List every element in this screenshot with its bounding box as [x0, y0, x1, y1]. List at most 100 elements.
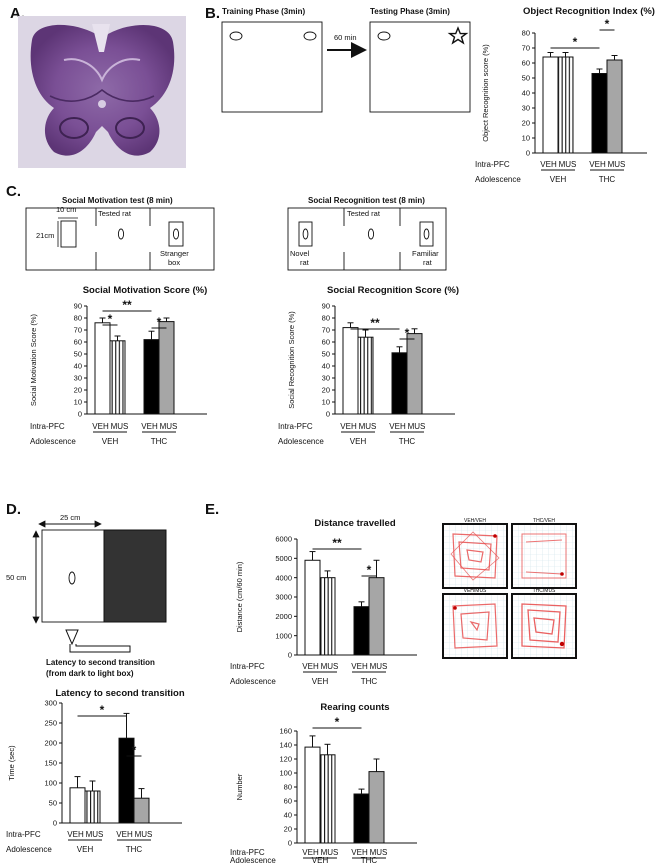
bar: [357, 336, 374, 415]
x-tick-label: MUS: [321, 848, 339, 857]
bar: [342, 327, 359, 415]
x-tick-label: MUS: [111, 422, 129, 431]
bar: [118, 737, 135, 824]
x-tick-label: MUS: [370, 848, 388, 857]
y-tick-label: 150: [44, 759, 57, 768]
y-tick-label: 140: [279, 741, 292, 750]
svg-text:THC/MUS: THC/MUS: [533, 588, 556, 594]
y-tick-label: 60: [322, 338, 330, 347]
y-tick-label: 3000: [275, 593, 292, 602]
x-tick-label: MUS: [608, 160, 626, 169]
y-tick-label: 40: [284, 811, 292, 820]
y-tick-label: 80: [284, 783, 292, 792]
intra-pfc-label: Intra-PFC: [475, 160, 510, 169]
y-tick-label: 30: [74, 374, 82, 383]
box-label: box: [168, 258, 180, 267]
intra-pfc-label: Intra-PFC: [30, 422, 65, 431]
y-axis-label: Object Recognition score (%): [481, 44, 490, 142]
bar: [391, 352, 408, 415]
x-tick-label: VEH: [302, 848, 319, 857]
bar: [94, 322, 111, 415]
group-label: VEH: [102, 437, 119, 446]
intra-pfc-label: Intra-PFC: [6, 830, 41, 839]
group-label: VEH: [350, 437, 367, 446]
caption-line-1: Latency to second transition: [46, 658, 155, 667]
familiar-rat-icon: [423, 228, 430, 240]
stranger-label: Stranger: [160, 249, 189, 258]
novel-rat-icon: [302, 228, 309, 240]
social-motivation-chart: Social Motivation Score (%)0102030405060…: [29, 285, 207, 446]
group-label: VEH: [312, 677, 329, 686]
y-tick-label: 30: [522, 104, 530, 113]
x-tick-label: VEH: [351, 662, 368, 671]
adolescence-label: Adolescence: [475, 175, 521, 184]
bar: [133, 797, 150, 824]
y-tick-label: 80: [322, 314, 330, 323]
svg-text:VEH/MUS: VEH/MUS: [464, 588, 487, 594]
y-axis-label: Time (sec): [7, 745, 16, 781]
x-tick-label: MUS: [135, 830, 153, 839]
track-veh-mus: VEH/MUS: [442, 588, 508, 659]
y-tick-label: 30: [322, 374, 330, 383]
group-label: THC: [361, 856, 378, 865]
bar: [368, 577, 385, 656]
significance-label: *: [157, 315, 162, 329]
intra-pfc-label: Intra-PFC: [230, 662, 265, 671]
y-tick-label: 100: [44, 779, 57, 788]
y-tick-label: 160: [279, 727, 292, 736]
x-tick-label: MUS: [359, 422, 377, 431]
y-tick-label: 50: [522, 74, 530, 83]
y-tick-label: 120: [279, 755, 292, 764]
significance-label: **: [370, 316, 380, 330]
caption-line-2: (from dark to light box): [46, 669, 134, 678]
dimension-width-label: 10 cm: [56, 205, 76, 214]
y-tick-label: 70: [74, 326, 82, 335]
y-tick-label: 80: [522, 29, 530, 38]
y-tick-label: 100: [279, 769, 292, 778]
familiar-rat-label: rat: [423, 258, 433, 267]
y-tick-label: 0: [78, 410, 82, 419]
adolescence-label: Adolescence: [30, 437, 76, 446]
group-label: VEH: [550, 175, 567, 184]
y-axis-label: Number: [235, 773, 244, 800]
y-tick-label: 5000: [275, 554, 292, 563]
group-label: THC: [599, 175, 616, 184]
bar: [69, 787, 86, 824]
tested-rat-label-2: Tested rat: [347, 209, 381, 218]
y-tick-label: 300: [44, 699, 57, 708]
significance-label: *: [100, 703, 105, 717]
track-veh-veh: VEH/VEH: [442, 518, 508, 589]
bar: [158, 321, 175, 415]
y-tick-label: 50: [322, 350, 330, 359]
y-tick-label: 40: [522, 89, 530, 98]
y-tick-label: 2000: [275, 612, 292, 621]
panel-letter-d: D.: [6, 501, 21, 518]
x-tick-label: MUS: [408, 422, 426, 431]
bar: [84, 790, 101, 824]
significance-label: *: [367, 563, 372, 577]
group-label: VEH: [312, 856, 329, 865]
y-tick-label: 200: [44, 739, 57, 748]
bar: [319, 754, 336, 844]
y-tick-label: 1000: [275, 631, 292, 640]
group-label: VEH: [77, 845, 94, 854]
significance-label: **: [332, 536, 342, 550]
latency-chart: Latency to second transition050100150200…: [6, 688, 185, 854]
panel-letter-c: C.: [6, 183, 21, 200]
significance-label: *: [335, 715, 340, 729]
entry-arrow-icon: [65, 629, 131, 653]
dark-compartment: [103, 529, 167, 623]
intra-pfc-label: Intra-PFC: [278, 422, 313, 431]
distance-chart: Distance travelled0100020003000400050006…: [230, 518, 417, 686]
training-phase-label: Training Phase (3min): [222, 7, 305, 16]
bar: [304, 559, 321, 656]
y-axis-label: Social Recognition Score (%): [287, 311, 296, 409]
panel-letter-e: E.: [205, 501, 219, 518]
social-recognition-schematic: Social Recognition test (8 min) Tested r…: [287, 196, 447, 271]
y-tick-label: 20: [322, 386, 330, 395]
bar: [319, 577, 336, 656]
y-tick-label: 0: [53, 819, 57, 828]
y-tick-label: 6000: [275, 535, 292, 544]
bar: [304, 746, 321, 844]
